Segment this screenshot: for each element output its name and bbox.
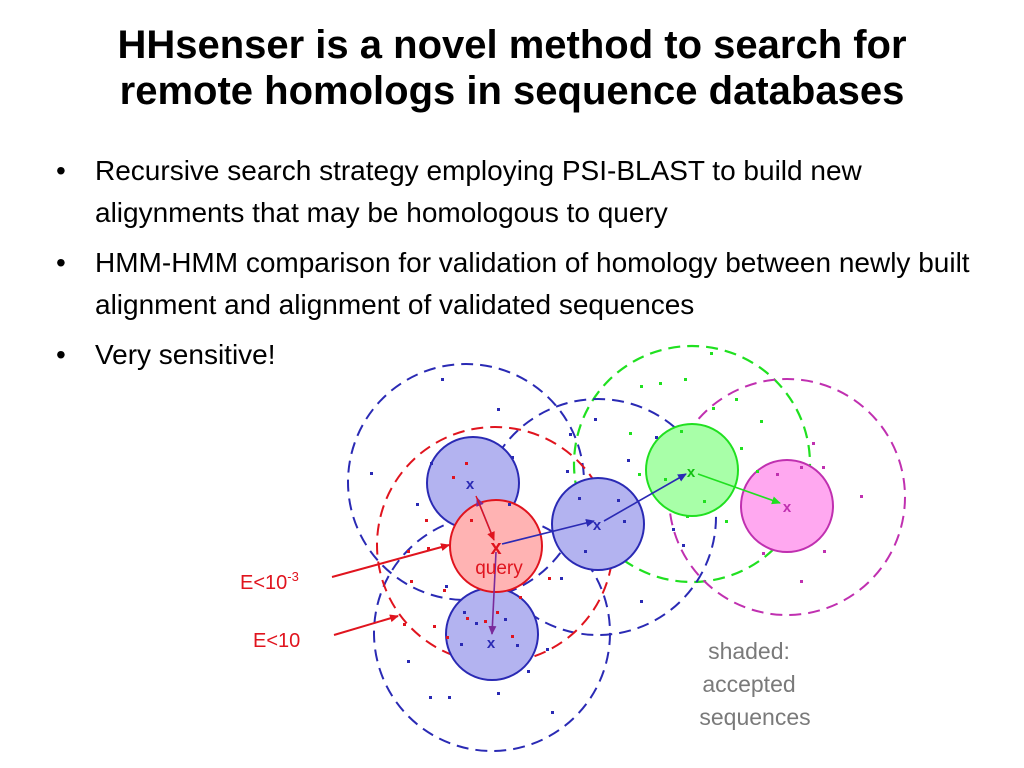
bullet-list: • Recursive search strategy employing PS… (50, 150, 980, 384)
node-marker-green: x (687, 464, 696, 481)
e-label-2-pointer (333, 614, 399, 636)
bullet-item: • Recursive search strategy employing PS… (50, 150, 985, 234)
green-search-radius (572, 344, 812, 584)
slide-title: HHsenser is a novel method to search for… (0, 22, 1024, 114)
node-marker-magenta: x (783, 499, 792, 516)
bullet-item: • HMM-HMM comparison for validation of h… (50, 242, 985, 326)
path-arrow-query-to-middle (501, 519, 595, 545)
node-marker-blue-bottom: x (487, 635, 496, 652)
bullet-icon: • (56, 155, 66, 186)
node-marker-query: x (490, 537, 501, 559)
bullet-icon: • (56, 339, 66, 370)
node-marker-blue-middle: x (593, 517, 602, 534)
bullet-text: HMM-HMM comparison for validation of hom… (95, 247, 970, 320)
bullet-text: Recursive search strategy employing PSI-… (95, 155, 862, 228)
legend-line-1: shaded: (708, 638, 790, 664)
legend-line-3: sequences (699, 704, 810, 730)
path-arrow-middle-to-green (603, 473, 687, 522)
query-circle (449, 499, 543, 593)
accepted-circle-green (645, 423, 739, 517)
bullet-text: Very sensitive! (95, 339, 276, 370)
query-label: query (475, 558, 523, 579)
e-value-label-1-exponent: -3 (287, 569, 299, 584)
title-line-2: remote homologs in sequence databases (119, 69, 905, 113)
title-line-1: HHsenser is a novel method to search for (117, 23, 907, 67)
path-arrow-query-to-bottom (488, 551, 497, 635)
sequence-dots (370, 352, 863, 714)
legend-line-2: accepted (702, 671, 795, 697)
path-arrow-top-to-query (475, 495, 495, 541)
bullet-icon: • (56, 247, 66, 278)
accepted-circle-magenta (740, 459, 834, 553)
bullet-item: • Very sensitive! (50, 334, 980, 376)
e-value-label-1: E<10-3 (240, 569, 299, 594)
e-value-label-1-base: E<10 (240, 572, 287, 594)
e-label-1-pointer (331, 543, 450, 578)
accepted-circle-blue-middle (551, 477, 645, 571)
e-value-label-2: E<10 (253, 630, 300, 652)
path-arrow-green-to-magenta (697, 473, 781, 505)
node-marker-blue-top: x (466, 476, 475, 493)
